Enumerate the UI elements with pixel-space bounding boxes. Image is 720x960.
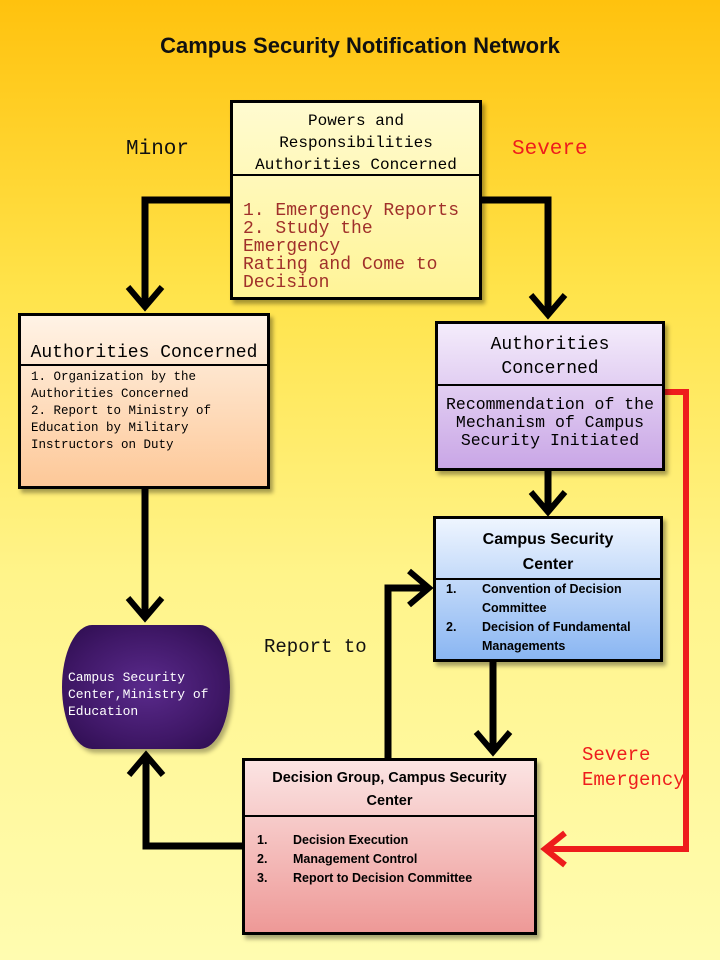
decision-heading-line: Decision Group, Campus Security bbox=[272, 770, 507, 786]
severe-heading-line: Concerned bbox=[501, 359, 599, 379]
arrowhead-severe-to-center bbox=[528, 490, 568, 517]
decision-item-number: 2. bbox=[257, 852, 268, 866]
arrowhead-powers-to-severe bbox=[528, 293, 568, 320]
decision-group-box: Decision Group, Campus Security Center 1… bbox=[242, 758, 537, 935]
center-item-number: 1. bbox=[446, 582, 457, 596]
decision-heading-line: Center bbox=[366, 793, 413, 809]
center-heading-line: Center bbox=[522, 556, 574, 573]
minor-item: 1. Organization by the bbox=[31, 370, 197, 384]
ministry-line: Education bbox=[68, 704, 139, 719]
arrowhead-severe-emergency bbox=[540, 830, 567, 868]
decision-item-number: 3. bbox=[257, 871, 268, 885]
arrow-decision-to-ministry bbox=[142, 757, 242, 850]
center-item-text-line: Committee bbox=[482, 601, 547, 615]
center-item-text: Decision of Fundamental Managements bbox=[482, 618, 631, 656]
ministry-security-center-node: Campus Security Center,Ministry of Educa… bbox=[62, 625, 230, 749]
arrow-decision-to-center bbox=[384, 584, 427, 758]
severe-body-line: Security Initiated bbox=[460, 431, 640, 450]
minor-item: Instructors on Duty bbox=[31, 438, 174, 452]
center-item: 1. Convention of Decision Committee bbox=[446, 580, 656, 618]
severe-box-body: Recommendation of the Mechanism of Campu… bbox=[438, 386, 662, 450]
arrowhead-center-to-decision bbox=[473, 730, 513, 757]
center-item-text-line: Managements bbox=[482, 639, 566, 653]
decision-item-text: Report to Decision Committee bbox=[293, 871, 473, 885]
label-severe: Severe bbox=[512, 138, 588, 161]
center-item-text-line: Convention of Decision bbox=[482, 582, 622, 596]
powers-heading-line: Responsibilities bbox=[279, 134, 433, 152]
center-item-number: 2. bbox=[446, 620, 457, 634]
label-minor: Minor bbox=[126, 138, 190, 161]
arrowhead-powers-to-minor bbox=[125, 285, 165, 312]
minor-box-list: 1. Organization by the Authorities Conce… bbox=[21, 366, 267, 454]
ministry-line: Campus Security bbox=[68, 670, 186, 685]
decision-item-text: Management Control bbox=[293, 852, 418, 866]
decision-item: 3. Report to Decision Committee bbox=[257, 869, 530, 888]
minor-box-heading: Authorities Concerned bbox=[21, 316, 267, 366]
decision-item: 1. Decision Execution bbox=[257, 831, 530, 850]
page-title: Campus Security Notification Network bbox=[160, 33, 560, 58]
decision-box-heading: Decision Group, Campus Security Center bbox=[245, 761, 534, 817]
campus-security-center-box: Campus Security Center 1. Convention of … bbox=[433, 516, 663, 662]
decision-item-number: 1. bbox=[257, 833, 268, 847]
label-report-to: Report to bbox=[264, 636, 367, 658]
center-box-list: 1. Convention of Decision Committee 2. D… bbox=[436, 580, 660, 656]
arrow-powers-to-minor bbox=[141, 196, 230, 305]
minor-item: 2. Report to Ministry of bbox=[31, 404, 212, 418]
severe-authorities-box: Authorities Concerned Recommendation of … bbox=[435, 321, 665, 471]
decision-box-list: 1. Decision Execution 2. Management Cont… bbox=[245, 817, 534, 888]
severe-heading-line: Authorities bbox=[490, 335, 610, 355]
powers-heading-line: Powers and bbox=[307, 112, 404, 130]
powers-heading-line: Authorities Concerned bbox=[255, 156, 457, 174]
minor-item: Authorities Concerned bbox=[31, 387, 189, 401]
powers-item: 1. Emergency Reports bbox=[243, 201, 460, 221]
severe-body-line: Mechanism of Campus bbox=[455, 413, 645, 432]
decision-item: 2. Management Control bbox=[257, 850, 530, 869]
decision-item-text: Decision Execution bbox=[293, 833, 409, 847]
ministry-line: Center,Ministry of bbox=[68, 687, 209, 702]
arrowhead-decision-to-center bbox=[407, 568, 434, 608]
minor-item: Education by Military bbox=[31, 421, 189, 435]
arrow-powers-to-severe bbox=[482, 196, 552, 313]
powers-box-list: 1. Emergency Reports 2. Study the Emerge… bbox=[233, 176, 479, 292]
center-heading-line: Campus Security bbox=[482, 531, 614, 548]
powers-item: 2. Study the Emergency bbox=[243, 219, 373, 257]
arrow-severe-emergency bbox=[546, 389, 689, 852]
label-severe-emergency-1: Severe bbox=[582, 744, 651, 766]
powers-box-heading: Powers and Responsibilities Authorities … bbox=[233, 103, 479, 176]
center-item-text: Convention of Decision Committee bbox=[482, 580, 622, 618]
severe-box-heading: Authorities Concerned bbox=[438, 324, 662, 386]
center-box-heading: Campus Security Center bbox=[436, 519, 660, 580]
arrowhead-decision-to-ministry bbox=[126, 750, 166, 777]
powers-item: Rating and Come to bbox=[243, 255, 438, 275]
powers-item: Decision bbox=[243, 273, 330, 293]
center-item: 2. Decision of Fundamental Managements bbox=[446, 618, 656, 656]
label-severe-emergency-2: Emergency bbox=[582, 769, 685, 791]
severe-body-line: Recommendation of the bbox=[446, 395, 654, 414]
arrowhead-minor-to-ministry bbox=[125, 596, 165, 623]
powers-box: Powers and Responsibilities Authorities … bbox=[230, 100, 482, 300]
center-item-text-line: Decision of Fundamental bbox=[482, 620, 631, 634]
minor-authorities-box: Authorities Concerned 1. Organization by… bbox=[18, 313, 270, 489]
